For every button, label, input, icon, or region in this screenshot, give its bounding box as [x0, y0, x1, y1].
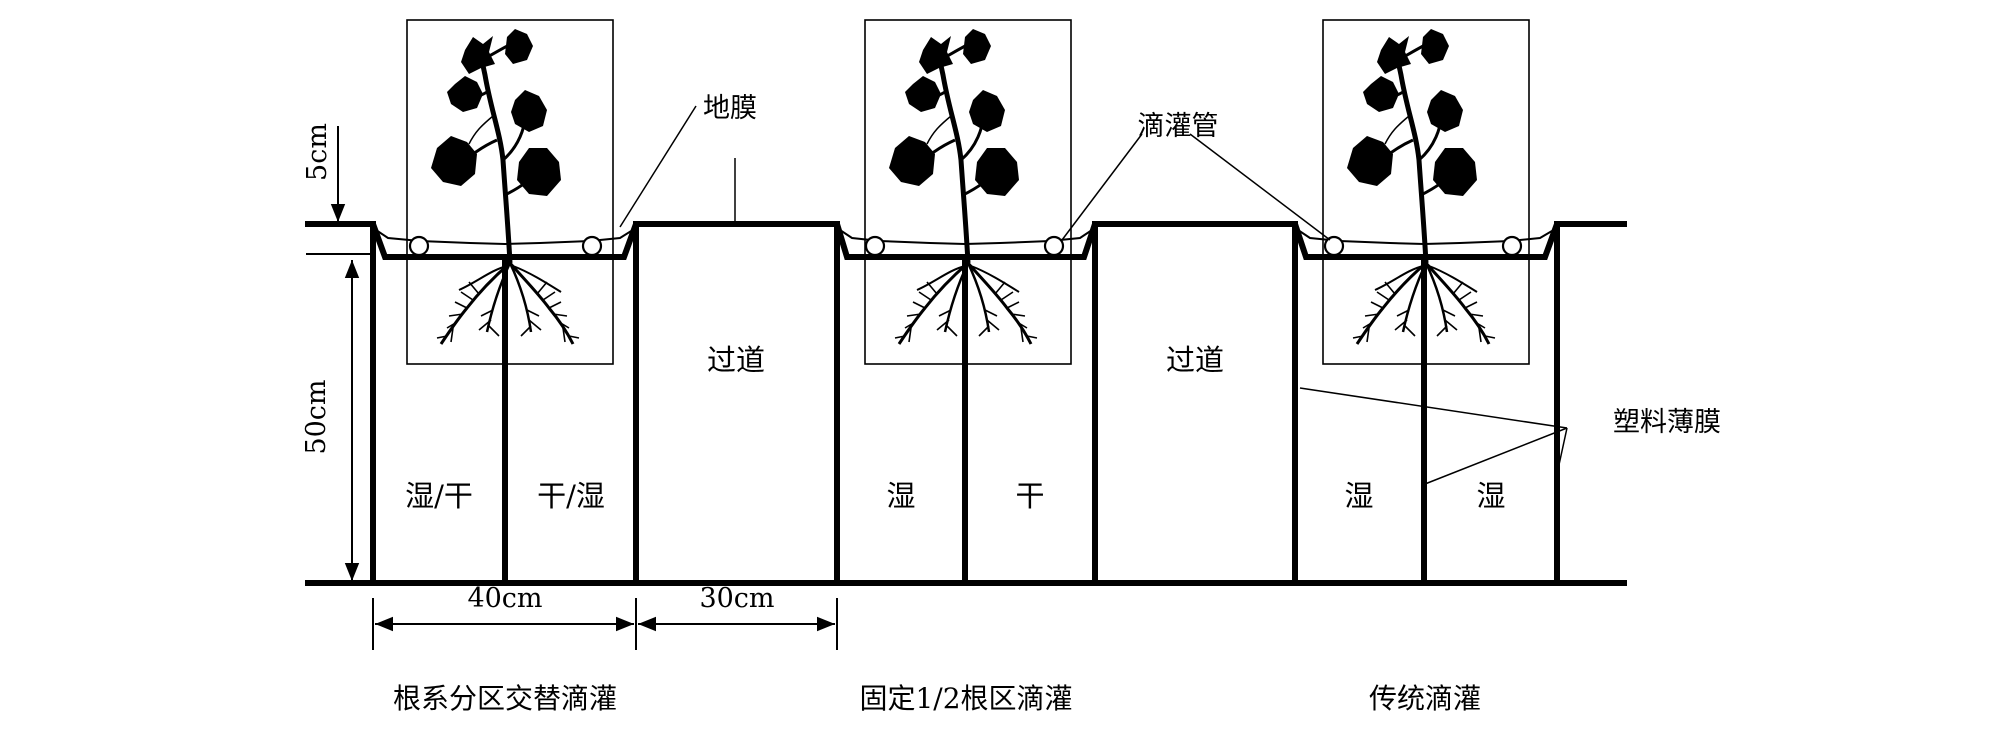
- dim-30cm-label: 30cm: [699, 583, 774, 614]
- leader-lines: [619, 105, 1568, 485]
- drip-tube-icon: [408, 235, 1523, 257]
- treatment-traditional: 传统滴灌: [1369, 682, 1481, 715]
- zone-trad-left: 湿: [1344, 479, 1373, 513]
- zone-alt-left: 湿/干: [405, 479, 473, 513]
- plastic-film-label: 塑料薄膜: [1613, 407, 1721, 438]
- treatment-alternate: 根系分区交替滴灌: [393, 682, 617, 715]
- dim-width: [372, 598, 838, 650]
- mulch-film: [372, 227, 1558, 246]
- drip-tube-label: 滴灌管: [1138, 111, 1219, 142]
- plastic-film-walls: [370, 221, 1560, 586]
- plant-icon: [407, 20, 613, 364]
- dim-5cm-label: 5cm: [302, 123, 333, 181]
- dim-5cm: [306, 126, 373, 255]
- passage-label: 过道: [707, 343, 765, 377]
- mulch-label: 地膜: [703, 93, 757, 124]
- zone-alt-right: 干/湿: [537, 479, 605, 513]
- dim-40cm-label: 40cm: [467, 583, 542, 614]
- zone-fixed-left: 湿: [886, 479, 915, 513]
- zone-trad-right: 湿: [1476, 479, 1505, 513]
- passage-label: 过道: [1166, 343, 1224, 377]
- treatment-fixed: 固定1/2根区滴灌: [859, 682, 1072, 715]
- zone-fixed-right: 干: [1015, 479, 1044, 513]
- dim-50cm-label: 50cm: [301, 379, 332, 454]
